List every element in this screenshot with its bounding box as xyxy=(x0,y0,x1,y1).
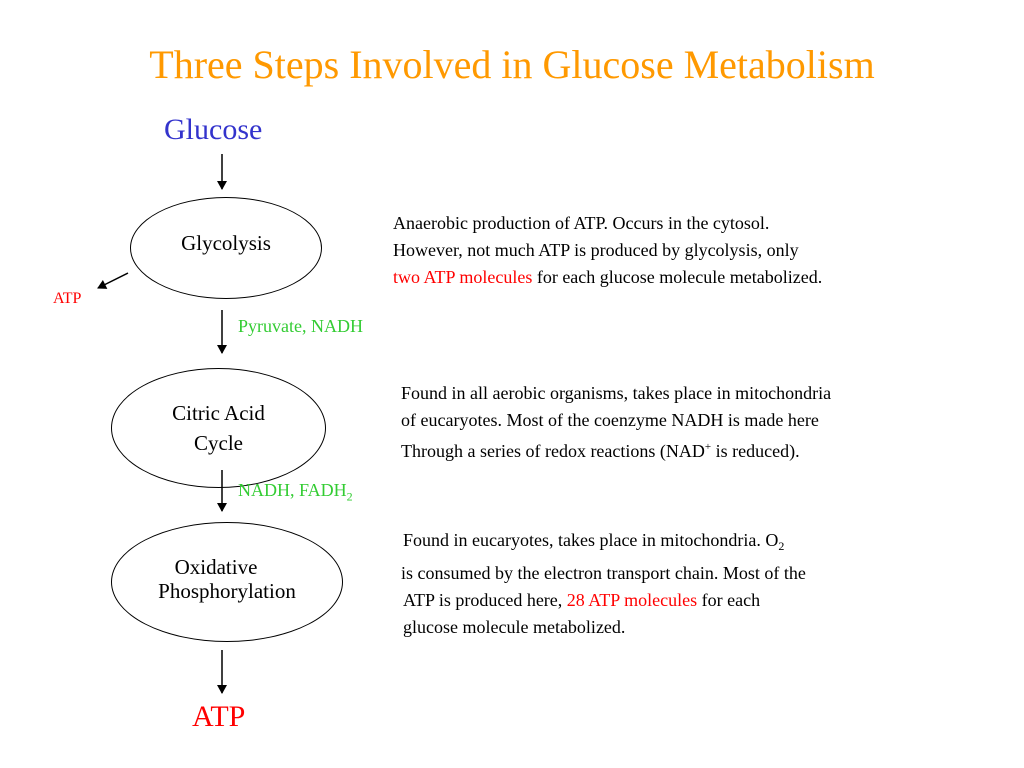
citric-desc-line3-suffix: is reduced). xyxy=(711,441,800,461)
nadh-fadh-text: NADH, FADH xyxy=(238,480,347,500)
glycolysis-description: Anaerobic production of ATP. Occurs in t… xyxy=(393,210,822,291)
citric-desc-line1: Found in all aerobic organisms, takes pl… xyxy=(401,383,832,403)
citric-acid-cycle-node: Citric Acid Cycle xyxy=(111,368,326,488)
nadh-fadh-subscript: 2 xyxy=(346,489,353,504)
oxphos-desc-line3: ATP is produced here, 28 ATP molecules f… xyxy=(403,587,806,614)
citric-desc-line3-prefix: Through a series of redox reactions (NAD xyxy=(401,441,705,461)
final-atp-label: ATP xyxy=(192,700,246,733)
oxphos-desc-line4: glucose molecule metabolized. xyxy=(403,617,626,637)
o2-subscript: 2 xyxy=(778,539,785,553)
glycolysis-atp-label: ATP xyxy=(53,290,82,307)
citric-label-line1: Citric Acid xyxy=(172,401,265,425)
glycolysis-desc-line3-rest: for each glucose molecule metabolized. xyxy=(532,267,823,287)
oxphos-desc-line3-prefix: ATP is produced here, xyxy=(403,590,567,610)
oxphos-desc-line1: Found in eucaryotes, takes place in mito… xyxy=(403,527,806,560)
glycolysis-node: Glycolysis xyxy=(130,197,322,299)
nadh-fadh2-label: NADH, FADH2 xyxy=(238,479,353,508)
oxidative-phosphorylation-node: Oxidative Phosphorylation xyxy=(111,522,343,642)
glycolysis-desc-line3: two ATP molecules for each glucose molec… xyxy=(393,264,822,291)
oxphos-desc-line2: is consumed by the electron transport ch… xyxy=(401,563,806,583)
glycolysis-desc-line2: However, not much ATP is produced by gly… xyxy=(393,240,799,260)
oxphos-description: Found in eucaryotes, takes place in mito… xyxy=(401,527,806,641)
glucose-label: Glucose xyxy=(164,113,263,146)
nad-plus-superscript: + xyxy=(704,441,712,453)
oxphos-label-line1: Oxidative xyxy=(174,555,258,579)
oxphos-desc-line1-prefix: Found in eucaryotes, takes place in mito… xyxy=(403,530,779,550)
citric-label-line2: Cycle xyxy=(194,431,243,455)
arrow-glycolysis-to-atp xyxy=(97,272,129,289)
28-atp-highlight: 28 ATP molecules xyxy=(566,590,698,610)
slide-title: Three Steps Involved in Glucose Metaboli… xyxy=(149,42,875,87)
glycolysis-label: Glycolysis xyxy=(181,231,271,255)
pyruvate-nadh-label: Pyruvate, NADH xyxy=(238,316,363,336)
glycolysis-desc-line1: Anaerobic production of ATP. Occurs in t… xyxy=(393,213,770,233)
two-atp-highlight: two ATP molecules xyxy=(393,267,533,287)
oxphos-desc-line3-suffix: for each xyxy=(697,590,761,610)
citric-description: Found in all aerobic organisms, takes pl… xyxy=(401,380,831,465)
citric-desc-line3: Through a series of redox reactions (NAD… xyxy=(401,434,831,465)
citric-desc-line2: of eucaryotes. Most of the coenzyme NADH… xyxy=(401,410,819,430)
oxphos-label-line2: Phosphorylation xyxy=(158,579,296,603)
